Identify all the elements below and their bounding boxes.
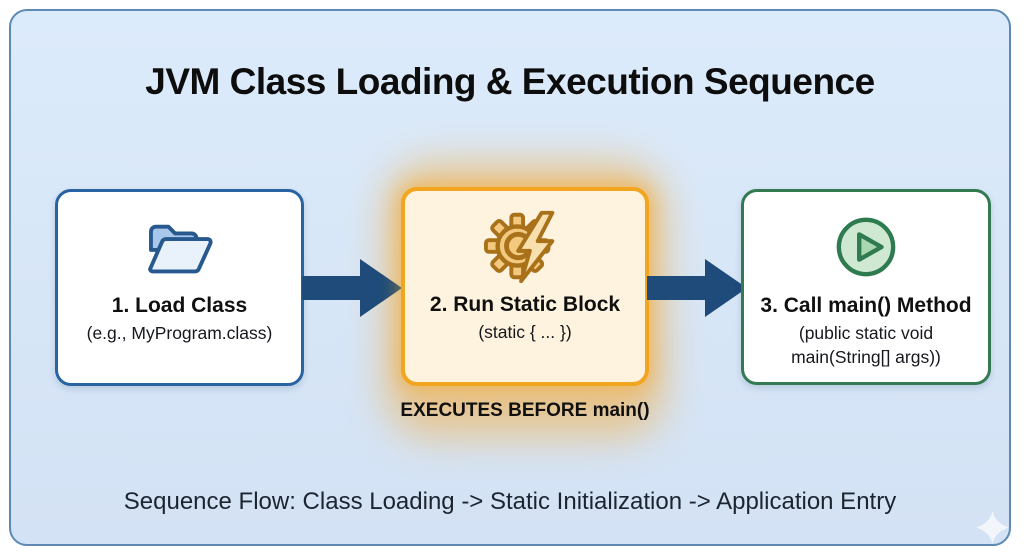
step-run-static-block: 2. Run Static Block (static { ... }) — [401, 187, 649, 386]
step-title: 3. Call main() Method — [760, 294, 972, 317]
sequence-flow-text: Sequence Flow: Class Loading -> Static I… — [123, 488, 897, 515]
diagram-panel: JVM Class Loading & Execution Sequence 1… — [9, 9, 1011, 546]
flow-arrow-1 — [302, 259, 402, 317]
step-title: 1. Load Class — [111, 294, 248, 317]
step-subtitle: (public static void main(String[] args)) — [791, 323, 941, 367]
gear-lightning-icon — [484, 205, 566, 287]
step-call-main: 3. Call main() Method (public static voi… — [741, 189, 991, 385]
sparkle-icon — [974, 510, 1011, 545]
step-load-class: 1. Load Class (e.g., MyProgram.class) — [55, 189, 304, 386]
executes-before-label: EXECUTES BEFORE main() — [400, 400, 650, 421]
step-subtitle: (static { ... }) — [478, 322, 572, 343]
play-icon — [834, 206, 898, 288]
step-subtitle: (e.g., MyProgram.class) — [86, 323, 273, 344]
diagram-title: JVM Class Loading & Execution Sequence — [145, 61, 875, 102]
step-title: 2. Run Static Block — [429, 293, 621, 316]
flow-arrow-2 — [647, 259, 747, 317]
folder-icon — [143, 206, 217, 288]
